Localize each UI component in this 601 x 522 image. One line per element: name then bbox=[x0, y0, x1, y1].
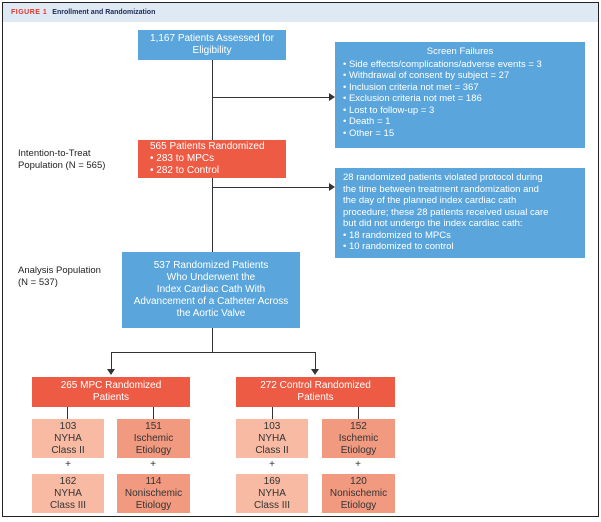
arrow-right-icon bbox=[329, 183, 335, 191]
arrow-down-icon bbox=[311, 369, 319, 375]
screen-failures-title: Screen Failures bbox=[426, 46, 494, 57]
mpc-arm-box: 265 MPC Randomized Patients bbox=[32, 377, 190, 407]
list-item: • 10 randomized to control bbox=[343, 241, 454, 252]
label: NYHA bbox=[54, 432, 82, 444]
underwent-box: 537 Randomized Patients Who Underwent th… bbox=[122, 252, 300, 328]
assessed-box: 1,167 Patients Assessed for Eligibility bbox=[138, 30, 286, 60]
control-arm-box: 272 Control Randomized Patients bbox=[236, 377, 395, 407]
violation-text: 28 randomized patients violated protocol… bbox=[343, 172, 543, 183]
connector bbox=[111, 352, 316, 353]
connector bbox=[153, 407, 154, 419]
count: 152 bbox=[350, 420, 367, 432]
connector bbox=[358, 407, 359, 419]
list-item: • Death = 1 bbox=[343, 116, 391, 127]
count: 114 bbox=[145, 475, 162, 487]
label: Etiology bbox=[340, 444, 377, 456]
list-item: • 282 to Control bbox=[150, 165, 220, 176]
screen-failures-box: Screen Failures • Side effects/complicat… bbox=[335, 42, 585, 148]
list-item: • 18 randomized to MPCs bbox=[343, 229, 451, 241]
itt-label-text: Intention-to-Treat bbox=[18, 148, 91, 159]
label: Ischemic bbox=[133, 432, 174, 444]
arrow-right-icon bbox=[329, 93, 335, 101]
underwent-text: Index Cardiac Cath With bbox=[156, 284, 266, 295]
label: NYHA bbox=[258, 432, 286, 444]
label: NYHA bbox=[258, 487, 286, 499]
analysis-label-text: (N = 537) bbox=[18, 277, 58, 288]
connector bbox=[67, 407, 68, 419]
violation-text: the time between treatment randomization… bbox=[343, 183, 539, 195]
list-item: • Other = 15 bbox=[343, 127, 395, 139]
label: Class II bbox=[255, 444, 289, 456]
count: 151 bbox=[145, 420, 162, 432]
analysis-label: Analysis Population (N = 537) bbox=[18, 265, 101, 289]
count: 103 bbox=[59, 420, 77, 432]
arrow-down-icon bbox=[107, 369, 115, 375]
underwent-text: the Aortic Valve bbox=[176, 308, 246, 319]
label: Nonischemic bbox=[329, 487, 388, 499]
underwent-text: Advancement of a Catheter Across bbox=[133, 296, 289, 307]
connector bbox=[212, 187, 330, 188]
label: Etiology bbox=[340, 499, 377, 511]
arm-title: Patients bbox=[297, 392, 334, 403]
assessed-text: Eligibility bbox=[192, 45, 232, 56]
count: 103 bbox=[263, 420, 281, 432]
violation-text: procedure; these 28 patients received us… bbox=[343, 206, 549, 218]
itt-label-text: Population (N = 565) bbox=[18, 160, 106, 171]
randomized-title: 565 Patients Randomized bbox=[150, 141, 265, 152]
violation-text: the day of the planned index cardiac cat… bbox=[343, 195, 517, 206]
connector bbox=[315, 352, 316, 370]
list-item: • Inclusion criteria not met = 367 bbox=[343, 81, 479, 93]
list-item: • 283 to MPCs bbox=[150, 153, 215, 164]
protocol-violations-box: 28 randomized patients violated protocol… bbox=[335, 168, 585, 258]
list-item: • Exclusion criteria not met = 186 bbox=[343, 93, 482, 104]
plus-icon: + bbox=[355, 459, 361, 470]
count: 162 bbox=[59, 475, 77, 487]
connector bbox=[212, 97, 330, 98]
label: Ischemic bbox=[338, 432, 379, 444]
connector bbox=[111, 352, 112, 370]
label: Etiology bbox=[135, 499, 172, 511]
plus-icon: + bbox=[65, 459, 71, 470]
analysis-label-text: Analysis Population bbox=[18, 265, 101, 276]
arm-title: Patients bbox=[92, 392, 130, 403]
underwent-text: 537 Randomized Patients bbox=[153, 260, 269, 271]
connector bbox=[212, 178, 213, 252]
figure-title: Enrollment and Randomization bbox=[52, 9, 156, 16]
plus-icon: + bbox=[150, 459, 156, 470]
plus-icon: + bbox=[269, 459, 275, 470]
label: Class III bbox=[253, 499, 291, 511]
arm-title: 265 MPC Randomized bbox=[60, 380, 162, 391]
connector bbox=[272, 407, 273, 419]
figure-header: FIGURE 1 Enrollment and Randomization bbox=[3, 3, 598, 22]
list-item: • Withdrawal of consent by subject = 27 bbox=[343, 70, 510, 81]
list-item: • Side effects/complications/adverse eve… bbox=[343, 58, 542, 70]
assessed-text: 1,167 Patients Assessed for bbox=[150, 33, 274, 44]
label: Class III bbox=[49, 499, 87, 511]
violation-text: but did not undergo the index cardiac ca… bbox=[343, 218, 523, 229]
arm-title: 272 Control Randomized bbox=[260, 380, 371, 391]
label: NYHA bbox=[54, 487, 82, 499]
label: Etiology bbox=[135, 444, 172, 456]
label: Class II bbox=[51, 444, 85, 456]
randomized-box: 565 Patients Randomized • 283 to MPCs • … bbox=[138, 140, 286, 178]
connector bbox=[212, 60, 213, 140]
count: 169 bbox=[263, 475, 281, 487]
connector bbox=[212, 328, 213, 352]
count: 120 bbox=[350, 475, 367, 487]
itt-label: Intention-to-Treat Population (N = 565) bbox=[18, 148, 105, 172]
underwent-text: Who Underwent the bbox=[166, 272, 256, 283]
figure-label: FIGURE 1 bbox=[11, 9, 48, 16]
list-item: • Lost to follow-up = 3 bbox=[343, 104, 435, 116]
label: Nonischemic bbox=[124, 487, 183, 499]
